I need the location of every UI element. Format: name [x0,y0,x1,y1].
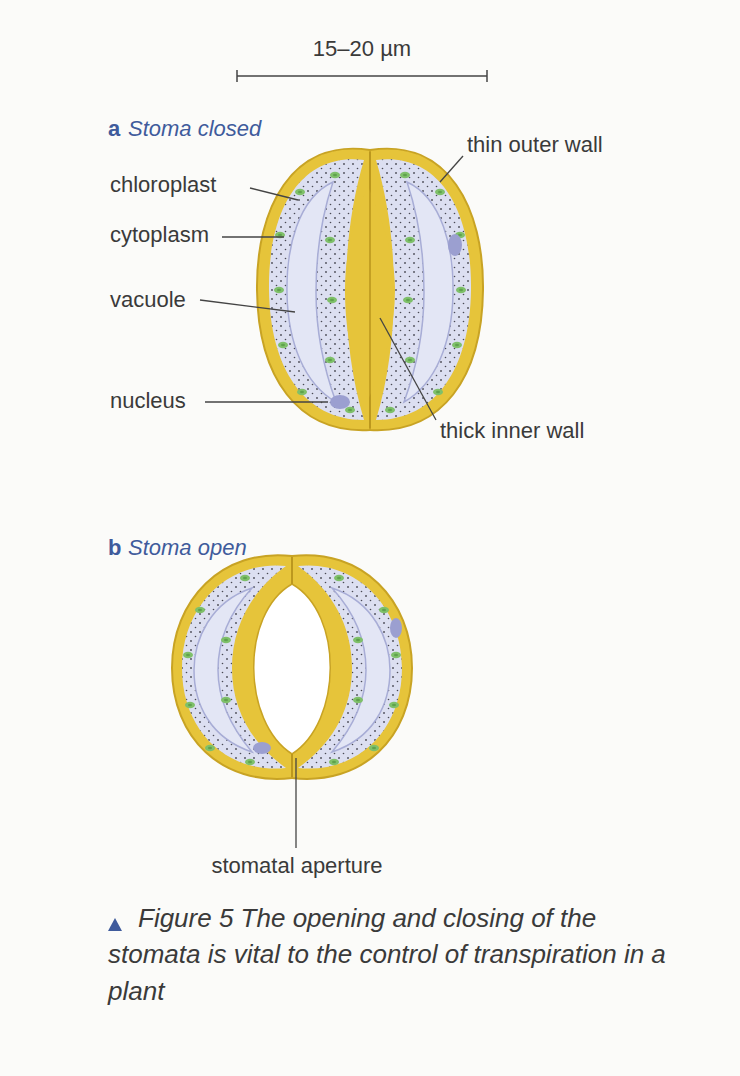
part-label: thin outer wall [467,132,603,158]
panel-letter: a [108,116,120,142]
panel-heading: Stoma closed [128,116,261,142]
panel-heading: Stoma open [128,535,247,561]
caption-marker [108,918,122,931]
part-label: chloroplast [110,172,216,198]
part-label: thick inner wall [440,418,584,444]
part-label: cytoplasm [110,222,209,248]
leader-lines [200,156,463,848]
open-stoma [172,555,412,779]
part-label: nucleus [110,388,186,414]
closed-stoma [257,149,483,431]
figure-caption: Figure 5 The opening and closing of the … [108,900,668,1009]
part-label: vacuole [110,287,186,313]
scale-bar [237,70,487,82]
part-label: stomatal aperture [211,853,382,879]
panel-letter: b [108,535,121,561]
scale-dimension: 15–20 µm [313,36,411,62]
